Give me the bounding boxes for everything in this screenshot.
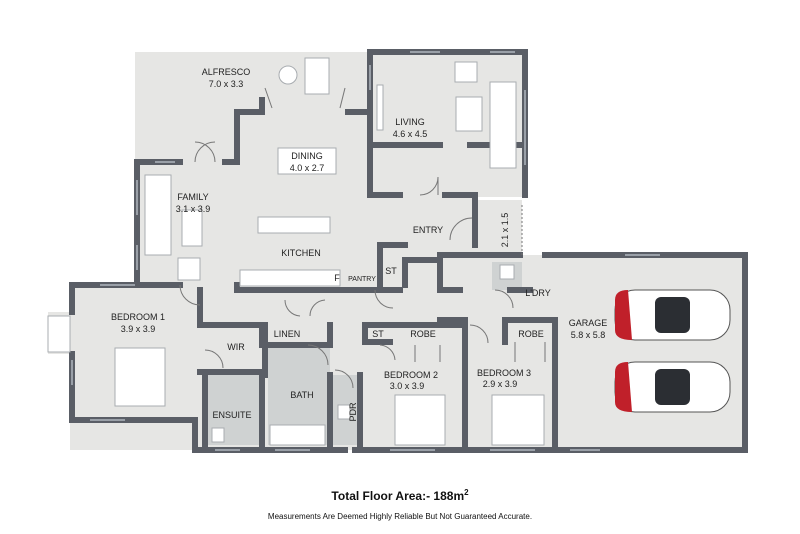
label-entry: ENTRY: [413, 225, 443, 235]
coffee-table: [455, 96, 483, 132]
label-robe-3: ROBE: [518, 329, 544, 339]
family-armchair: [177, 257, 201, 281]
toilet-pdr: [337, 404, 351, 420]
alfresco-lounge: [304, 57, 330, 95]
family-coffee-table: [181, 209, 203, 247]
bed-3: [491, 394, 545, 446]
total-floor-area: Total Floor Area:- 188m2: [0, 488, 800, 503]
label-ensuite: ENSUITE: [212, 410, 251, 420]
windows: [71, 51, 660, 451]
label-bedroom-1: BEDROOM 1: [111, 312, 165, 322]
toilet-ensuite: [211, 427, 225, 443]
car-bottom: [614, 361, 731, 413]
door-swings: [179, 176, 546, 389]
label-pantry: PANTRY: [348, 276, 376, 283]
dim-living: 4.6 x 4.5: [393, 129, 428, 139]
label-store-2: ST: [372, 329, 384, 339]
kitchen-island: [257, 216, 331, 234]
total-floor-area-text: Total Floor Area:- 188m: [331, 489, 465, 503]
bed-2: [394, 394, 446, 446]
dim-porch: 2.1 x 1.5: [500, 213, 510, 248]
total-floor-area-unit-exponent: 2: [464, 488, 469, 497]
bathtub: [269, 424, 326, 446]
dim-bedroom-1: 3.9 x 3.9: [121, 324, 156, 334]
dim-family: 3.1 x 3.9: [176, 204, 211, 214]
label-dining: DINING: [291, 151, 323, 161]
bed-1: [114, 347, 166, 407]
label-kitchen: KITCHEN: [281, 248, 321, 258]
label-wir: WIR: [227, 342, 245, 352]
alfresco-table: [278, 65, 298, 85]
label-bath: BATH: [290, 390, 313, 400]
laundry-tub: [499, 264, 515, 280]
label-living: LIVING: [395, 117, 425, 127]
tv-unit: [376, 84, 384, 131]
dim-dining: 4.0 x 2.7: [290, 163, 325, 173]
bedroom-1-porch: [47, 315, 71, 353]
dim-garage: 5.8 x 5.8: [571, 330, 606, 340]
dining-table: [277, 147, 337, 175]
disclaimer: Measurements Are Deemed Highly Reliable …: [267, 512, 533, 521]
family-sofa: [144, 174, 172, 256]
label-garage: GARAGE: [569, 318, 608, 328]
label-bedroom-3: BEDROOM 3: [477, 368, 531, 378]
alfresco-openings: [194, 87, 523, 255]
label-pdr: PDR: [348, 402, 358, 422]
label-store-1: ST: [385, 266, 397, 276]
dim-alfresco: 7.0 x 3.3: [209, 79, 244, 89]
dim-bedroom-2: 3.0 x 3.9: [390, 381, 425, 391]
room-labels: ALFRESCO 7.0 x 3.3 LIVING 4.6 x 4.5 DINI…: [111, 67, 607, 422]
kitchen-bench: [239, 269, 341, 287]
label-fridge: F: [334, 273, 340, 283]
label-alfresco: ALFRESCO: [202, 67, 251, 77]
label-bedroom-2: BEDROOM 2: [384, 370, 438, 380]
garage-cars: [614, 289, 731, 413]
label-family: FAMILY: [177, 192, 208, 202]
armchair: [454, 61, 478, 83]
car-top: [614, 289, 731, 341]
living-sofa: [489, 81, 517, 169]
label-linen: LINEN: [274, 329, 301, 339]
label-robe-2: ROBE: [410, 329, 436, 339]
label-laundry: L'DRY: [525, 288, 551, 298]
dim-bedroom-3: 2.9 x 3.9: [483, 379, 518, 389]
furniture: [47, 57, 545, 446]
